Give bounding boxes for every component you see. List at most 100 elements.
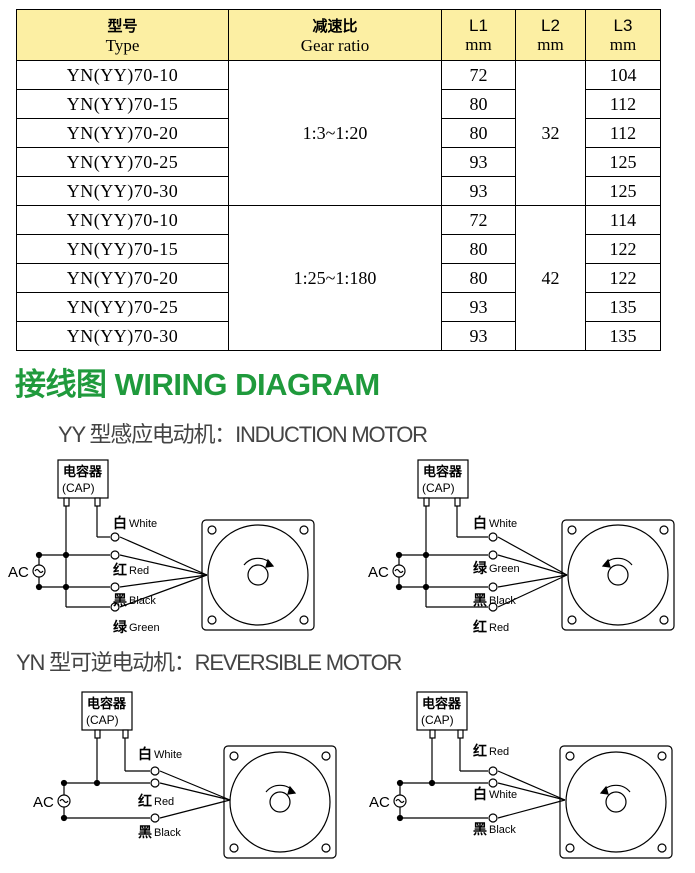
motor-flange <box>223 745 337 859</box>
model-cell: YN(YY)70-20 <box>16 118 229 148</box>
capacitor-box <box>81 691 133 731</box>
ac-label: AC <box>33 794 54 811</box>
wiring-diagram-title: 接线图 WIRING DIAGRAM <box>15 367 380 402</box>
capacitor-en: (CAP) <box>86 713 119 727</box>
capacitor-en: (CAP) <box>422 481 455 495</box>
wire-label-en: Black <box>154 827 181 839</box>
reversible-left-texts: 电容器 (CAP) AC 白 White 红 Red 黑 Black <box>33 696 182 840</box>
capacitor-box <box>417 459 469 499</box>
model-cell: YN(YY)70-25 <box>16 292 229 322</box>
model-cell: YN(YY)70-10 <box>16 60 229 90</box>
ac-label: AC <box>369 794 390 811</box>
reversible-diagram-left <box>57 691 337 859</box>
wire-label-zh: 红 <box>113 562 127 578</box>
l3-cell: 104 <box>585 60 661 90</box>
l1-cell: 72 <box>441 205 516 235</box>
table-row: YN(YY)70-25 93 135 <box>16 292 661 322</box>
motor-flange <box>561 519 675 631</box>
l3-cell: 135 <box>585 292 661 322</box>
l1-cell: 93 <box>441 176 516 206</box>
l3-cell: 122 <box>585 234 661 264</box>
wire-label-en: Black <box>489 595 516 607</box>
ac-source-icon <box>57 794 71 808</box>
ac-label: AC <box>8 564 29 581</box>
table-row: YN(YY)70-30 93 135 <box>16 321 661 351</box>
ac-label: AC <box>368 564 389 581</box>
induction-right-texts: 电容器 (CAP) AC 白 White 绿 Green 黑 Black 红 R… <box>368 464 520 635</box>
l3-cell: 114 <box>585 205 661 235</box>
wire-label-zh: 黑 <box>473 592 487 608</box>
wire-label-en: Green <box>489 563 520 575</box>
induction-left-texts: 电容器 (CAP) AC 白 White 红 Red 黑 Black 绿 Gre… <box>8 464 160 635</box>
wire-label-zh: 绿 <box>473 560 488 576</box>
capacitor-en: (CAP) <box>62 481 95 495</box>
l3-cell: 112 <box>585 89 661 119</box>
wire-label-zh: 白 <box>473 786 487 802</box>
model-cell: YN(YY)70-30 <box>16 176 229 206</box>
l1-cell: 72 <box>441 60 516 90</box>
model-cell: YN(YY)70-10 <box>16 205 229 235</box>
capacitor-label: 电容器 <box>63 464 103 479</box>
capacitor-box <box>57 459 109 499</box>
l1-cell: 93 <box>441 321 516 351</box>
l1-cell: 80 <box>441 118 516 148</box>
table-row: YN(YY)70-30 93 125 <box>16 176 661 206</box>
table-row: YN(YY)70-15 80 122 <box>16 234 661 264</box>
motor-body-icon <box>567 524 669 626</box>
table-row: YN(YY)70-25 93 125 <box>16 147 661 177</box>
induction-diagram-right <box>392 459 675 631</box>
wire-label-en: Black <box>489 824 516 836</box>
ac-source-icon <box>393 794 407 808</box>
wire-label-en: White <box>489 789 517 801</box>
reversible-motor-label: YN 型可逆电动机：REVERSIBLE MOTOR <box>16 650 402 675</box>
wire-label-zh: 红 <box>473 743 487 759</box>
l1-cell: 93 <box>441 147 516 177</box>
wire-label-zh: 绿 <box>113 619 128 635</box>
wire-label-en: Red <box>489 746 509 758</box>
capacitor-label: 电容器 <box>422 696 462 711</box>
wire-label-en: Red <box>489 622 509 634</box>
model-cell: YN(YY)70-15 <box>16 234 229 264</box>
motor-flange <box>201 519 315 631</box>
wire-label-en: Black <box>129 595 156 607</box>
wire-label-en: Green <box>129 622 160 634</box>
l2-cell: 32 <box>515 60 586 206</box>
table-row: YN(YY)70-10 1:25~1:180 72 42 114 <box>16 205 661 351</box>
motor-flange <box>559 745 673 859</box>
model-cell: YN(YY)70-15 <box>16 89 229 119</box>
wire-label-zh: 红 <box>473 619 487 635</box>
wire-label-zh: 黑 <box>473 821 487 837</box>
gear-ratio-cell: 1:25~1:180 <box>228 205 442 351</box>
l1-cell: 80 <box>441 263 516 293</box>
wire-label-en: White <box>154 749 182 761</box>
induction-motor-label: YY 型感应电动机：INDUCTION MOTOR <box>58 422 428 447</box>
capacitor-en: (CAP) <box>421 713 454 727</box>
model-cell: YN(YY)70-25 <box>16 147 229 177</box>
l1-cell: 80 <box>441 89 516 119</box>
table-row: YN(YY)70-20 80 112 <box>16 118 661 148</box>
l3-cell: 112 <box>585 118 661 148</box>
ac-source-icon <box>32 564 46 578</box>
l1-cell: 93 <box>441 292 516 322</box>
reversible-diagram-right <box>393 691 673 859</box>
wire-label-en: White <box>489 518 517 530</box>
model-cell: YN(YY)70-20 <box>16 263 229 293</box>
l1-cell: 80 <box>441 234 516 264</box>
l3-cell: 135 <box>585 321 661 351</box>
motor-body-icon <box>565 751 667 853</box>
reversible-right-texts: 电容器 (CAP) AC 红 Red 白 White 黑 Black <box>369 696 517 837</box>
table-row: YN(YY)70-20 80 122 <box>16 263 661 293</box>
wire-label-zh: 红 <box>138 793 152 809</box>
wire-label-zh: 黑 <box>113 592 127 608</box>
wire-label-en: Red <box>129 565 149 577</box>
l3-cell: 125 <box>585 147 661 177</box>
capacitor-label: 电容器 <box>87 696 127 711</box>
wire-label-zh: 白 <box>138 746 152 762</box>
ac-source-icon <box>392 564 406 578</box>
table-row: YN(YY)70-15 80 112 <box>16 89 661 119</box>
